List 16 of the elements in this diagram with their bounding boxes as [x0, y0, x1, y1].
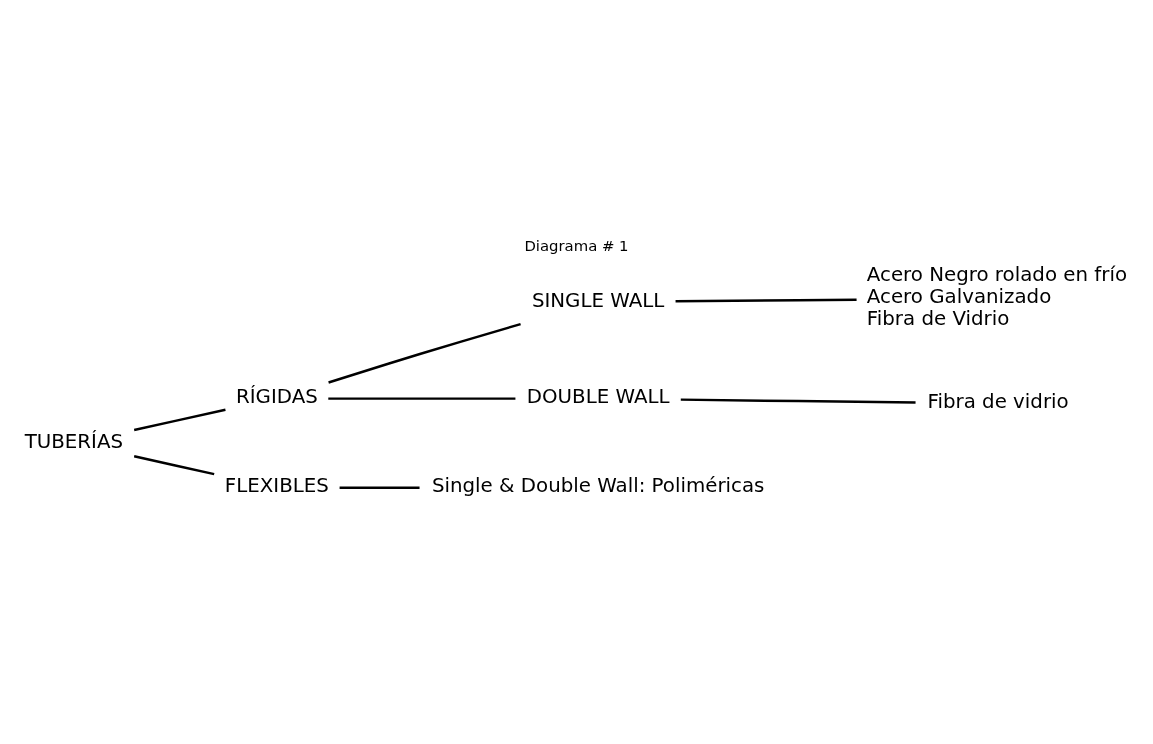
- node-text: DOUBLE WALL: [526, 385, 670, 409]
- connector: [328, 322, 521, 384]
- connector: [133, 408, 226, 432]
- connector: [328, 397, 516, 400]
- node-text: FLEXIBLES: [224, 474, 329, 498]
- node-text: RÍGIDAS: [235, 385, 318, 409]
- node-text: Single & Double Wall: Poliméricas: [431, 474, 765, 498]
- connector: [680, 398, 916, 404]
- node-text: Fibra de vidrio: [927, 390, 1069, 414]
- diagram-title: Diagrama # 1: [524, 236, 629, 255]
- connector: [339, 486, 420, 489]
- node-text: Acero Negro rolado en frío Acero Galvanizado Fibra de Vidrio: [866, 262, 1128, 331]
- connector: [675, 298, 857, 303]
- node-text: TUBERÍAS: [24, 429, 124, 453]
- node-text: SINGLE WALL: [531, 288, 665, 312]
- connector: [133, 455, 215, 476]
